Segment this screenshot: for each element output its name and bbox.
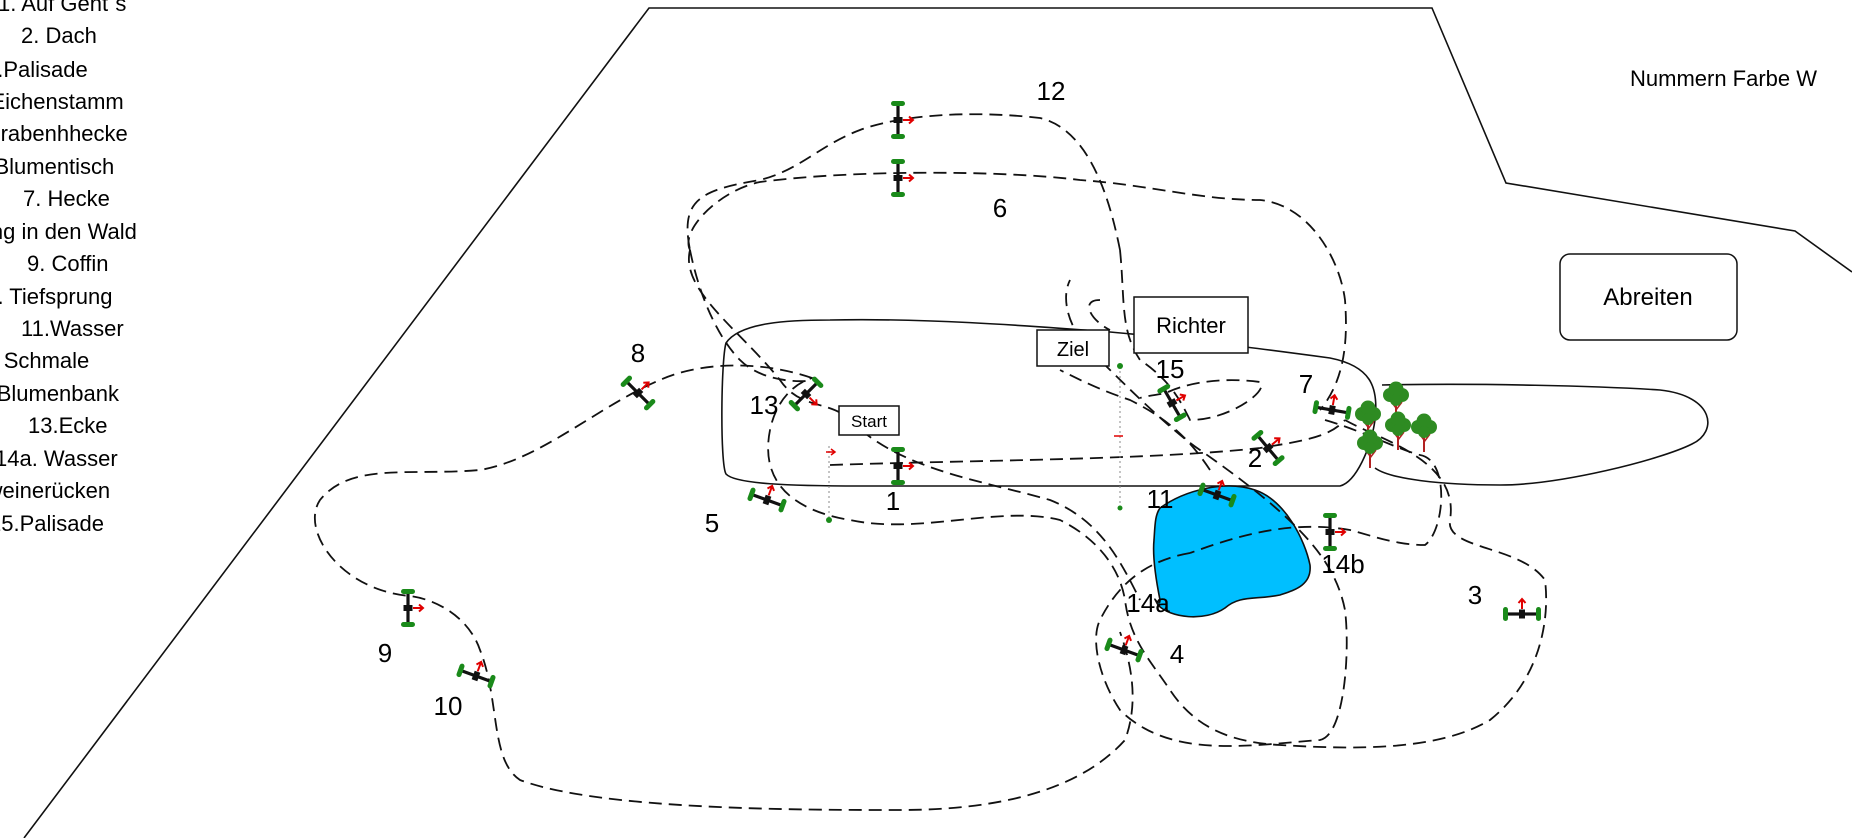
svg-text:Start: Start	[851, 412, 887, 431]
obstacle-label: 14b	[1321, 549, 1364, 579]
obstacle-label: 2	[1248, 443, 1262, 473]
obstacle-label: 1	[886, 486, 900, 516]
legend-item: 15. Schweinerücken	[0, 478, 111, 503]
start-box: Start	[838, 405, 900, 436]
obstacle-label: 9	[378, 638, 392, 668]
obstacle-label: 13	[750, 390, 779, 420]
obstacle-marker	[1311, 390, 1355, 422]
obstacle-marker	[1502, 598, 1542, 622]
legend-item: 2. Dach	[21, 23, 97, 48]
obstacle-label: 6	[993, 193, 1007, 223]
obstacle-label: 7	[1299, 369, 1313, 399]
legend-item: 1. Auf Gent´s	[0, 0, 127, 16]
legend-item: 9. Coffin	[27, 251, 109, 276]
field-boundary	[23, 7, 1852, 838]
obstacle-label: 11	[1147, 484, 1174, 514]
tree-hedge	[1354, 380, 1438, 469]
obstacle-marker	[454, 654, 500, 691]
obstacle-label: 14a	[1126, 588, 1170, 618]
obstacle-marker	[890, 158, 914, 198]
obstacle-marker	[786, 374, 832, 420]
obstacle-marker	[1322, 512, 1346, 552]
svg-text:Ziel: Ziel	[1057, 339, 1089, 361]
legend-item: 5. Grabenhhecke	[0, 121, 128, 146]
legend-item: 13.Ecke	[28, 413, 108, 438]
legend-item: 13. Blumenbank	[0, 381, 119, 406]
warmup-area: Abreiten	[1559, 253, 1738, 341]
obstacle-labels: 1 2 3 4 5 6 7 8 9 10 11 12 13 14a 14b 15	[378, 76, 1482, 721]
legend-item: 15.Palisade	[0, 511, 104, 536]
legend-item: 8. Sprung in den Wald	[0, 219, 137, 244]
obstacle-label: 8	[631, 338, 645, 368]
obstacle-label: 3	[1468, 580, 1482, 610]
obstacle-label: 10	[434, 691, 463, 721]
svg-text:Richter: Richter	[1156, 313, 1226, 338]
side-arena-outline	[1374, 383, 1709, 486]
obstacle-label: 4	[1170, 639, 1184, 669]
obstacle-label: 15	[1156, 354, 1185, 384]
arena-outline	[721, 318, 1377, 487]
finish-box: Ziel	[1036, 329, 1110, 367]
legend-item: 14a. Wasser	[0, 446, 118, 471]
judge-box: Richter	[1133, 296, 1249, 354]
legend-item: 3.Palisade	[0, 57, 88, 82]
obstacle-marker	[618, 367, 664, 413]
legend-item: 10. Tiefsprung	[0, 284, 113, 309]
svg-text:Abreiten: Abreiten	[1603, 284, 1692, 311]
legend-item: 4. Eichenstamm	[0, 89, 124, 114]
obstacle-legend: 1. Auf Gent´s 2. Dach 3.Palisade 4. Eich…	[0, 0, 200, 640]
legend-item: 12. Schmale	[0, 348, 90, 373]
note-number-color: Nummern Farbe W	[1630, 66, 1817, 91]
obstacle-marker	[890, 100, 914, 140]
legend-item: 11.Wasser	[21, 316, 124, 341]
obstacle-label: 12	[1037, 76, 1066, 106]
obstacle-label: 5	[705, 508, 719, 538]
legend-item: 6. Blumentisch	[0, 154, 115, 179]
legend-item: 7. Hecke	[23, 186, 110, 211]
